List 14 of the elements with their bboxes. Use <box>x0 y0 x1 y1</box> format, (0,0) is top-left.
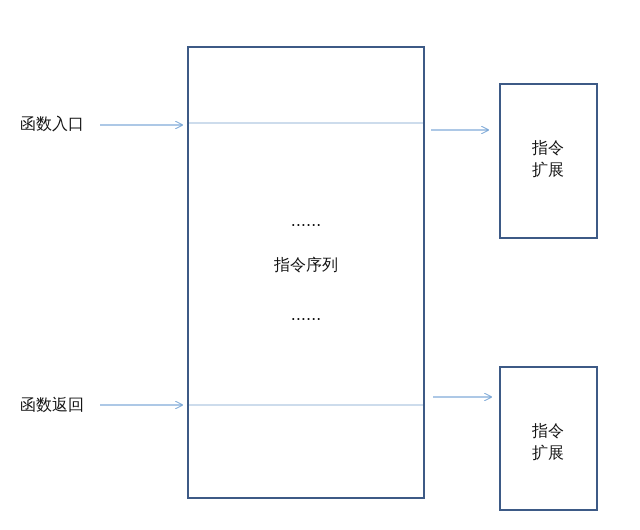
extension-box <box>499 83 598 239</box>
instruction-sequence-box <box>187 46 425 499</box>
box-label: 指令扩展 <box>532 137 565 181</box>
extension-box <box>499 366 598 511</box>
ellipsis-text: ...... <box>290 210 322 232</box>
entry-label: 函数入口 <box>20 113 84 135</box>
return-label: 函数返回 <box>20 394 84 416</box>
arrow <box>100 120 184 130</box>
box-label: 指令扩展 <box>532 420 565 464</box>
ellipsis-text: ...... <box>290 304 322 326</box>
box-label: 指令序列 <box>273 254 339 276</box>
arrow <box>100 400 184 410</box>
arrow <box>431 126 490 134</box>
arrow <box>433 392 492 402</box>
